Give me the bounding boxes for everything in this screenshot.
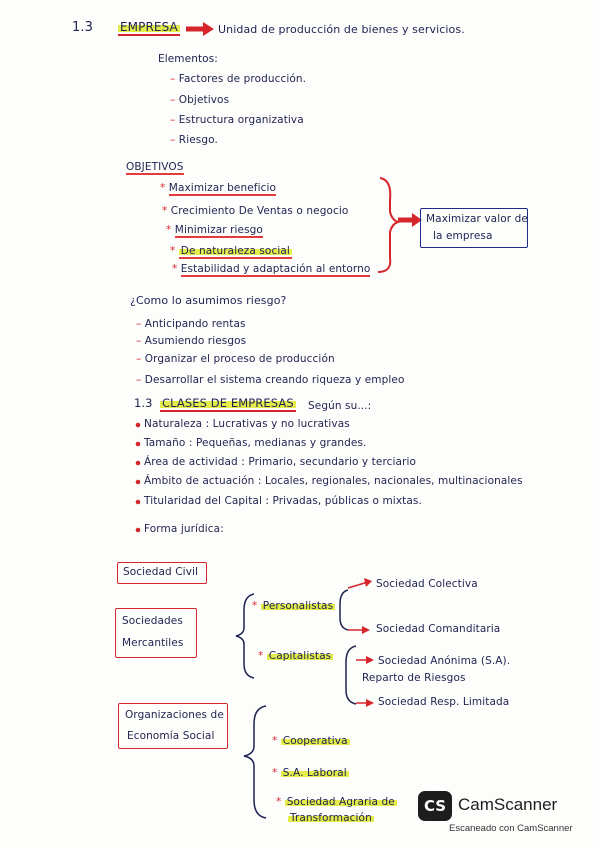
clase-item: Titularidad del Capital : Privadas, públ… bbox=[144, 495, 422, 507]
bullet-icon bbox=[135, 499, 141, 505]
empresa-definition: Unidad de producción de bienes y servici… bbox=[218, 23, 465, 36]
objetivo-item: * Estabilidad y adaptación al entorno bbox=[172, 263, 371, 277]
summary-box: Maximizar valor de la empresa bbox=[420, 208, 528, 248]
label-capitalistas: * Capitalistas bbox=[258, 650, 334, 662]
label-comanditaria: Sociedad Comanditaria bbox=[376, 623, 501, 635]
label-transformacion-2: Transformación bbox=[288, 812, 374, 824]
section-suffix: Según su...: bbox=[308, 400, 372, 412]
arrow-head-icon bbox=[366, 656, 374, 664]
list-item: – Estructura organizativa bbox=[170, 114, 304, 126]
label-laboral: * S.A. Laboral bbox=[272, 767, 349, 779]
bullet-icon bbox=[135, 441, 141, 447]
bullet-icon bbox=[135, 422, 141, 428]
bullet-icon bbox=[135, 460, 141, 466]
camscanner-subtitle: Escaneado con CamScanner bbox=[449, 823, 573, 834]
brace-icon bbox=[243, 705, 267, 819]
arrow-head-icon bbox=[364, 578, 372, 587]
section-number: 1.3 bbox=[72, 20, 93, 35]
arrow-head-icon bbox=[362, 626, 370, 634]
box-economia-social: Organizaciones de Economía Social bbox=[118, 703, 228, 749]
brace-icon bbox=[235, 593, 255, 679]
objetivo-item: * Maximizar beneficio bbox=[160, 182, 277, 196]
bullet-icon bbox=[135, 527, 141, 533]
list-item: – Factores de producción. bbox=[170, 73, 307, 85]
objetivo-item: * Minimizar riesgo bbox=[166, 224, 263, 238]
section-title: EMPRESA bbox=[118, 20, 180, 36]
label-colectiva: Sociedad Colectiva bbox=[376, 578, 478, 590]
label-cooperativa: * Cooperativa bbox=[272, 735, 350, 747]
box-sociedades-mercantiles: Sociedades Mercantiles bbox=[115, 608, 197, 658]
clase-item: Ámbito de actuación : Locales, regionale… bbox=[144, 475, 523, 487]
list-item: – Anticipando rentas bbox=[136, 318, 246, 330]
box-sociedad-civil: Sociedad Civil bbox=[117, 562, 207, 584]
label-transformacion: * Sociedad Agraria de bbox=[276, 796, 397, 808]
clase-item: Naturaleza : Lucrativas y no lucrativas bbox=[144, 418, 350, 430]
elementos-title: Elementos: bbox=[158, 53, 218, 65]
camscanner-name: CamScanner bbox=[458, 795, 558, 814]
riesgo-question: ¿Como lo asumimos riesgo? bbox=[130, 294, 287, 307]
list-item: – Asumiendo riesgos bbox=[136, 335, 247, 347]
clase-item: Área de actividad : Primario, secundario… bbox=[144, 456, 417, 468]
label-limitada: Sociedad Resp. Limitada bbox=[378, 696, 510, 708]
arrow-head-icon bbox=[366, 699, 374, 707]
bullet-icon bbox=[135, 479, 141, 485]
objetivo-item: * Crecimiento De Ventas o negocio bbox=[162, 205, 349, 217]
list-item: – Riesgo. bbox=[170, 134, 218, 146]
section-number: 1.3 bbox=[134, 396, 153, 410]
brace-icon bbox=[377, 177, 402, 273]
label-personalistas: * Personalistas bbox=[252, 600, 336, 612]
arrow-head-icon bbox=[412, 213, 422, 227]
clase-item: Tamaño : Pequeñas, medianas y grandes. bbox=[144, 437, 367, 449]
clase-item: Forma jurídica: bbox=[144, 523, 224, 535]
objetivos-title: OBJETIVOS bbox=[126, 161, 184, 175]
camscanner-logo: CS bbox=[418, 791, 452, 821]
list-item: – Organizar el proceso de producción bbox=[136, 353, 335, 365]
label-anonima: Sociedad Anónima (S.A). bbox=[378, 655, 511, 667]
arrow-head-icon bbox=[203, 22, 214, 36]
list-item: – Objetivos bbox=[170, 94, 230, 106]
list-item: – Desarrollar el sistema creando riqueza… bbox=[136, 374, 405, 386]
arrow-icon bbox=[347, 581, 369, 589]
objetivo-item: * De naturaleza social bbox=[170, 245, 292, 259]
brace-icon bbox=[345, 645, 357, 705]
label-reparto: Reparto de Riesgos bbox=[362, 672, 466, 684]
section-title: CLASES DE EMPRESAS bbox=[160, 396, 296, 412]
brace-icon bbox=[339, 589, 349, 631]
